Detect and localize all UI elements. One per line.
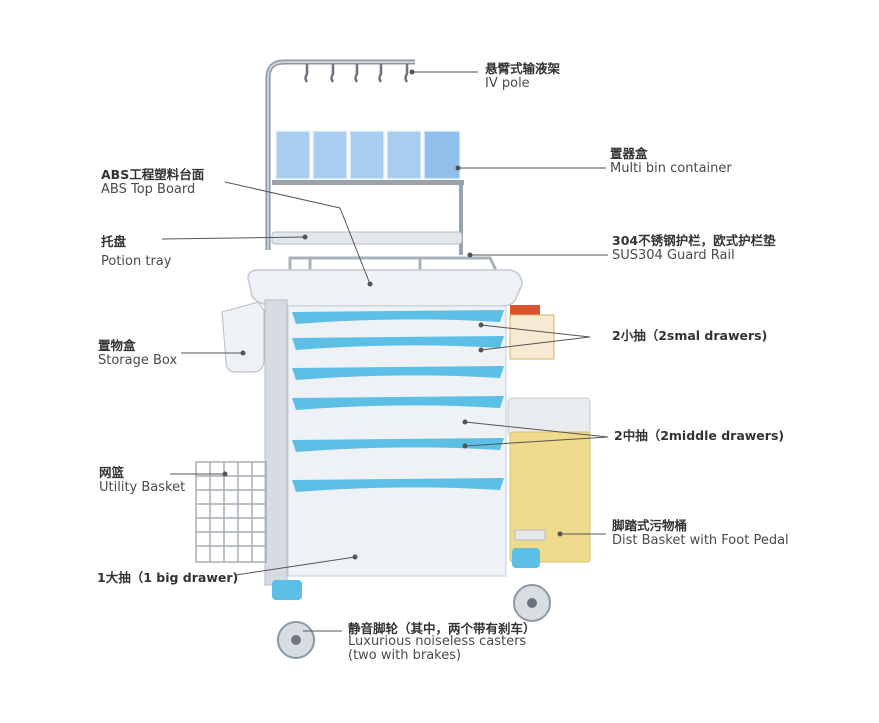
- label-storage-box-en: Storage Box: [98, 353, 178, 368]
- iv-pole: [265, 59, 415, 250]
- label-guard-rail: 304不锈钢护栏，欧式护栏垫 SUS304 Guard Rail: [612, 233, 776, 264]
- storage-box: [221, 301, 265, 373]
- label-dist-basket: 脚踏式污物桶 Dist Basket with Foot Pedal: [612, 518, 789, 549]
- label-iv-pole-zh: 悬臂式输液架: [485, 61, 561, 76]
- label-multi-bin-en: Multi bin container: [610, 161, 732, 176]
- label-multi-bin-zh: 置器盒: [610, 146, 648, 161]
- label-casters-zh: 静音脚轮（其中，两个带有刹车）: [348, 621, 536, 636]
- side-basket: [509, 305, 555, 360]
- label-dist-basket-en: Dist Basket with Foot Pedal: [612, 533, 789, 548]
- drawer-handles: [292, 310, 504, 492]
- label-big-drawer: 1大抽（1 big drawer): [97, 570, 239, 585]
- leader-lines: [161, 69, 609, 632]
- top-board: [247, 269, 523, 307]
- label-potion-tray: 托盘 Potion tray: [101, 233, 171, 271]
- label-utility-basket: 网篮 Utility Basket: [99, 465, 185, 496]
- label-middle-drawers: 2中抽（2middle drawers): [614, 428, 785, 443]
- utility-basket: [195, 461, 267, 563]
- label-casters: 静音脚轮（其中，两个带有刹车） Luxurious noiseless cast…: [348, 622, 536, 662]
- potion-tray: [271, 231, 463, 245]
- label-utility-basket-zh: 网篮: [99, 465, 125, 480]
- label-top-board-en: ABS Top Board: [101, 182, 196, 197]
- label-storage-box: 置物盒 Storage Box: [98, 338, 177, 369]
- label-small-drawers: 2小抽（2smal drawers): [612, 328, 768, 343]
- label-guard-rail-en: SUS304 Guard Rail: [612, 248, 735, 263]
- label-casters-en: Luxurious noiseless casters: [348, 634, 527, 650]
- label-potion-tray-en: Potion tray: [101, 253, 172, 269]
- label-guard-rail-zh: 304不锈钢护栏，欧式护栏垫: [612, 233, 776, 248]
- left-pillar: [264, 299, 288, 586]
- label-storage-box-zh: 置物盒: [98, 338, 136, 353]
- label-casters-en2: (two with brakes): [348, 647, 462, 663]
- label-iv-pole-en: IV pole: [485, 76, 530, 91]
- label-iv-pole: 悬臂式输液架 IV pole: [485, 61, 560, 92]
- multi-bin-container: [272, 130, 464, 255]
- label-utility-basket-en: Utility Basket: [99, 480, 186, 495]
- label-top-board: ABS工程塑料台面 ABS Top Board: [101, 167, 204, 198]
- waste-bin: [507, 397, 591, 563]
- label-multi-bin: 置器盒 Multi bin container: [610, 146, 732, 177]
- label-potion-tray-zh: 托盘: [101, 234, 127, 249]
- label-top-board-zh: ABS工程塑料台面: [101, 167, 205, 182]
- label-dist-basket-zh: 脚踏式污物桶: [612, 518, 688, 533]
